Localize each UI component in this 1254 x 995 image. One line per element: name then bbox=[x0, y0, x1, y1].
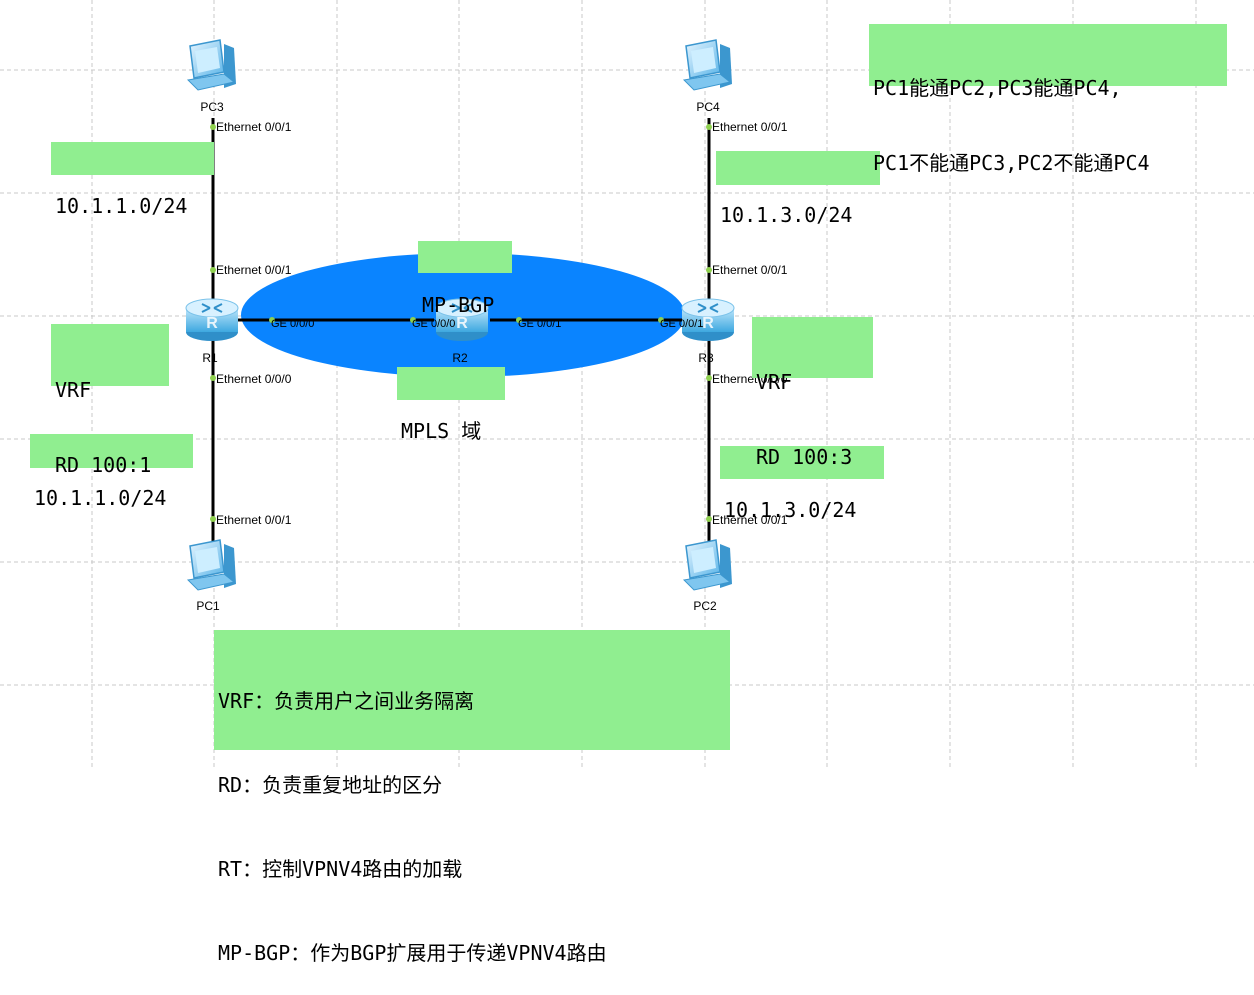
port-label-r3-top: Ethernet 0/0/1 bbox=[712, 263, 788, 277]
legend-line: RD：负责重复地址的区分 bbox=[218, 773, 443, 797]
port-label-pc4-eth: Ethernet 0/0/1 bbox=[712, 120, 788, 134]
port-dot bbox=[706, 124, 712, 130]
subnet-note-r3-top: 10.1.3.0/24 bbox=[716, 151, 880, 227]
subnet-text: 10.1.1.0/24 bbox=[55, 194, 188, 218]
port-dot bbox=[706, 267, 712, 273]
port-dot bbox=[706, 516, 712, 522]
legend-line: MP-BGP：作为BGP扩展用于传递VPNV4路由 bbox=[218, 941, 607, 965]
mpls-domain-text: MPLS 域 bbox=[401, 419, 482, 443]
subnet-note-r1-top: 10.1.1.0/24 bbox=[51, 142, 214, 218]
mp-bgp-note: MP-BGP bbox=[418, 241, 512, 317]
port-label-r3-ge: GE 0/0/1 bbox=[660, 318, 703, 330]
legend-line: RT：控制VPNV4路由的加载 bbox=[218, 857, 463, 881]
r3-label: R3 bbox=[698, 351, 714, 365]
subnet-note-r1-bottom: 10.1.1.0/24 bbox=[30, 434, 193, 510]
pc4-label: PC4 bbox=[696, 100, 720, 114]
vrf-note-right: VRF RD 100:3 bbox=[752, 317, 873, 469]
subnet-text: 10.1.1.0/24 bbox=[34, 486, 167, 510]
mp-bgp-text: MP-BGP bbox=[422, 293, 495, 317]
mpls-domain-note: MPLS 域 bbox=[397, 367, 505, 443]
port-label-pc2-eth: Ethernet 0/0/1 bbox=[712, 513, 788, 527]
rd-text: RD 100:1 bbox=[55, 453, 152, 477]
pc1-icon[interactable] bbox=[187, 539, 237, 591]
port-dot bbox=[410, 317, 416, 323]
router-r1-icon[interactable] bbox=[185, 298, 239, 342]
port-dot bbox=[658, 317, 664, 323]
port-dot bbox=[516, 317, 522, 323]
subnet-text: 10.1.3.0/24 bbox=[720, 203, 853, 227]
pc3-label: PC3 bbox=[200, 100, 224, 114]
vrf-note-left: VRF RD 100:1 bbox=[51, 324, 169, 477]
port-dot bbox=[210, 516, 216, 522]
r1-label: R1 bbox=[202, 351, 218, 365]
port-dot bbox=[210, 375, 216, 381]
port-label-r2-ge-right: GE 0/0/1 bbox=[518, 318, 561, 330]
requirement-note: PC1能通PC2,PC3能通PC4, PC1不能通PC3,PC2不能通PC4 bbox=[869, 24, 1227, 175]
port-label-pc3-eth: Ethernet 0/0/1 bbox=[216, 120, 292, 134]
port-label-r1-top: Ethernet 0/0/1 bbox=[216, 263, 292, 277]
legend-note: VRF：负责用户之间业务隔离 RD：负责重复地址的区分 RT：控制VPNV4路由… bbox=[214, 630, 730, 965]
port-label-r1-ge: GE 0/0/0 bbox=[271, 318, 314, 330]
subnet-note-r3-bottom: 10.1.3.0/24 bbox=[720, 446, 884, 522]
port-label-r2-ge-left: GE 0/0/0 bbox=[412, 318, 455, 330]
pc3-icon[interactable] bbox=[187, 39, 237, 91]
requirement-line: PC1能通PC2,PC3能通PC4, bbox=[873, 76, 1122, 100]
pc4-icon[interactable] bbox=[683, 39, 733, 91]
vrf-text: VRF bbox=[756, 370, 793, 394]
pc1-label: PC1 bbox=[196, 599, 220, 613]
port-dot bbox=[210, 124, 216, 130]
legend-line: VRF：负责用户之间业务隔离 bbox=[218, 689, 475, 713]
port-dot bbox=[269, 317, 275, 323]
vrf-text: VRF bbox=[55, 378, 92, 402]
port-dot bbox=[210, 267, 216, 273]
r2-label: R2 bbox=[452, 351, 468, 365]
port-label-pc1-eth: Ethernet 0/0/1 bbox=[216, 513, 292, 527]
pc2-label: PC2 bbox=[693, 599, 717, 613]
port-label-r1-bottom: Ethernet 0/0/0 bbox=[216, 372, 292, 386]
subnet-text: 10.1.3.0/24 bbox=[724, 498, 857, 522]
port-dot bbox=[706, 375, 712, 381]
rd-text: RD 100:3 bbox=[756, 445, 853, 469]
requirement-line: PC1不能通PC3,PC2不能通PC4 bbox=[873, 151, 1150, 175]
